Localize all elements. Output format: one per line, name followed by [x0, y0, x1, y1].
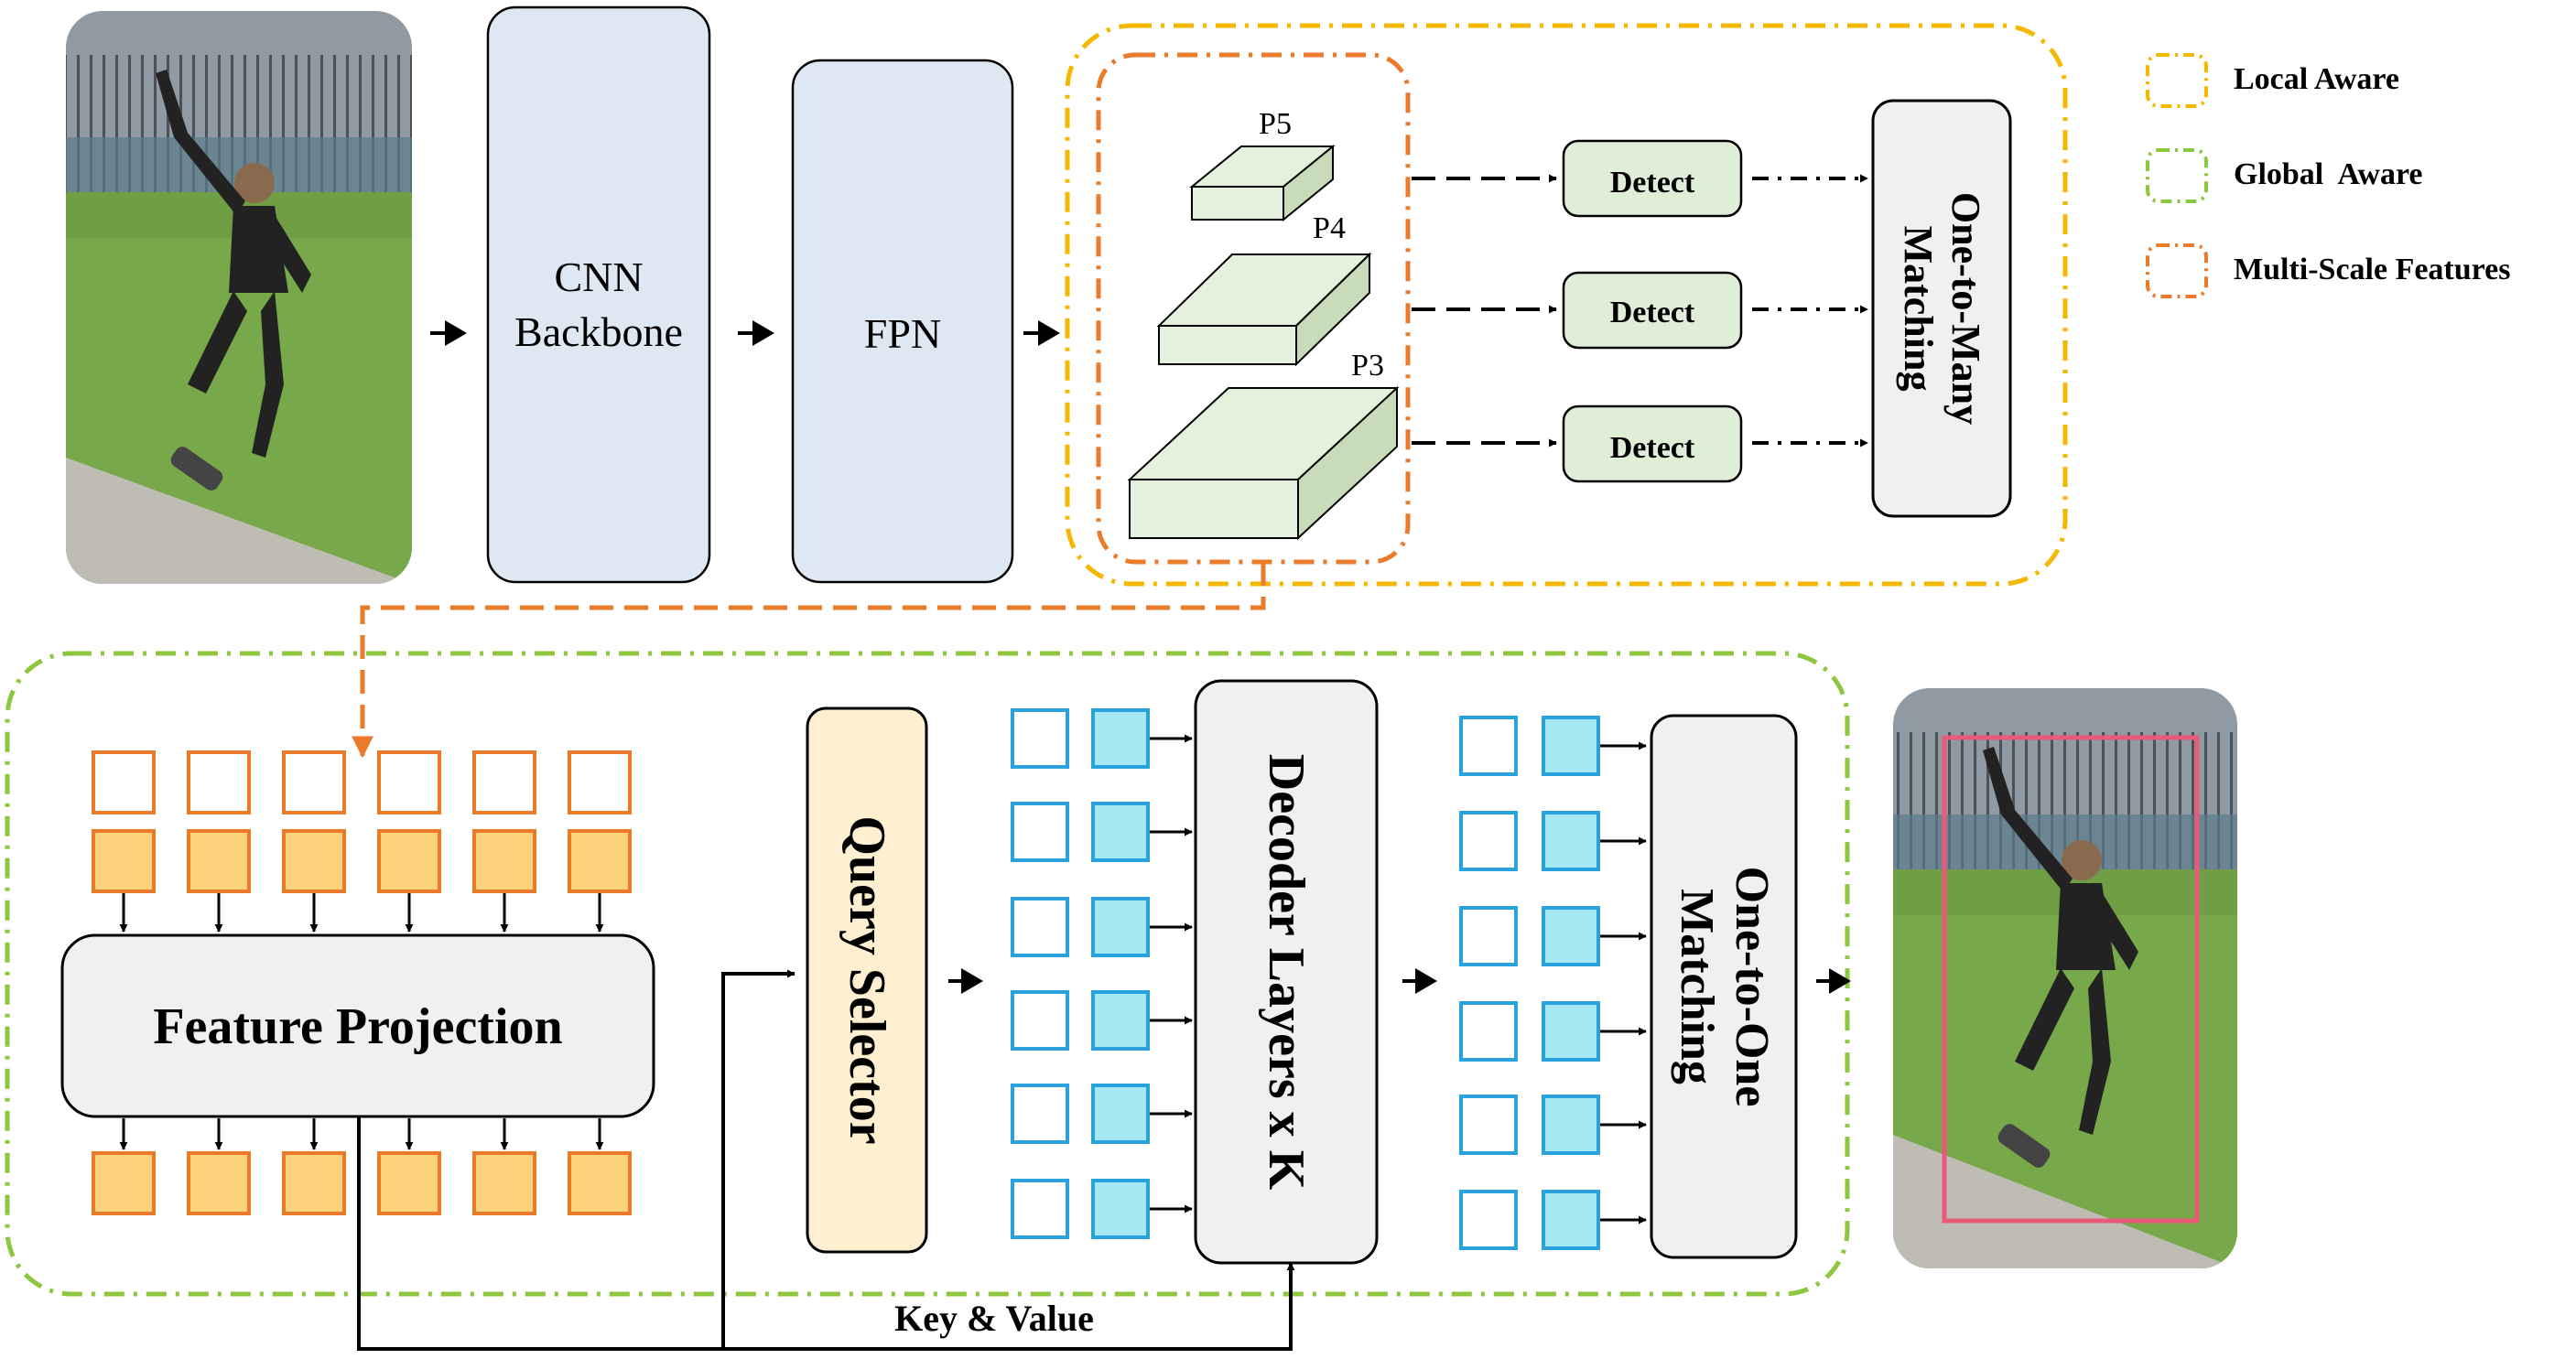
query-tokens-decoder-in — [1011, 708, 1193, 1239]
detect-to-matching-arrows — [1752, 174, 1868, 448]
projection-to-tokens-arrows — [119, 1118, 604, 1150]
legend-local-aware-swatch — [2146, 53, 2208, 108]
key-value-to-decoder-line — [357, 1116, 1295, 1351]
legend-multi-scale-label: Multi-Scale Features — [2234, 253, 2510, 286]
input-image — [66, 11, 412, 584]
fpn-box — [791, 59, 1014, 584]
query-selector-label: Query Selector — [839, 815, 895, 1144]
tokens-to-projection-arrows — [119, 893, 604, 933]
legend-global-aware-label: Global Aware — [2234, 157, 2423, 191]
feature-projection-label: Feature Projection — [153, 998, 562, 1055]
local-aware-region — [1065, 23, 2068, 587]
svg-text:Matching: Matching — [1896, 226, 1941, 392]
detection-bounding-box — [1942, 735, 2200, 1224]
multi-scale-to-projection-arrow — [352, 562, 1266, 759]
multi-scale-features-region — [1096, 52, 1411, 565]
svg-text:One-to-Many: One-to-Many — [1943, 192, 1988, 425]
projection-to-query-selector-line — [721, 969, 796, 1349]
detect-box-p5 — [1562, 139, 1743, 218]
level-to-detect-arrows — [1412, 174, 1557, 448]
cnn-backbone-box — [486, 5, 711, 584]
detect-label-p5: Detect — [1610, 166, 1695, 200]
level-p3-label: P3 — [1351, 349, 1384, 383]
level-p5-box — [1189, 144, 1336, 222]
feature-tokens-outline-row — [92, 750, 632, 814]
matching-to-output-arrow — [1816, 968, 1851, 994]
level-p4-box — [1156, 252, 1372, 367]
key-value-label: Key & Value — [894, 1298, 1094, 1339]
query-tokens-decoder-out — [1459, 716, 1647, 1250]
decoder-layers-box — [1194, 679, 1379, 1265]
svg-text:Query Selector: Query Selector — [839, 815, 895, 1144]
projected-tokens-row — [92, 1151, 632, 1215]
decoder-label: Decoder Layers x K — [1258, 754, 1315, 1191]
legend-multi-scale-swatch — [2146, 243, 2208, 298]
backbone-label-line2: Backbone — [514, 308, 683, 355]
svg-text:Matching: Matching — [1671, 889, 1723, 1084]
svg-text:Decoder Layers x K: Decoder Layers x K — [1258, 754, 1315, 1191]
fpn-label: FPN — [864, 310, 941, 357]
level-p4-label: P4 — [1313, 211, 1346, 245]
detect-box-p4 — [1562, 271, 1743, 350]
flow-arrows-top — [430, 320, 1060, 346]
backbone-label-line1: CNN — [554, 253, 643, 300]
detect-box-p3 — [1562, 404, 1743, 483]
selector-to-queries-arrow — [948, 968, 983, 994]
level-p5-label: P5 — [1259, 107, 1292, 141]
legend: Local Aware Global Aware Multi-Scale Fea… — [2146, 53, 2510, 298]
output-image — [1893, 688, 2237, 1268]
detect-label-p4: Detect — [1610, 296, 1695, 329]
one-to-many-matching-box — [1871, 99, 2012, 518]
one-to-one-matching-box — [1650, 714, 1798, 1259]
svg-text:One-to-One: One-to-One — [1726, 867, 1778, 1107]
level-p3-box — [1127, 385, 1400, 541]
feature-tokens-filled-row — [92, 829, 632, 893]
decoder-to-queries-arrow — [1402, 968, 1437, 994]
query-selector-box — [806, 706, 928, 1254]
one-to-many-label: One-to-Many Matching — [1896, 192, 1988, 425]
detect-label-p3: Detect — [1610, 431, 1695, 465]
legend-local-aware-label: Local Aware — [2234, 62, 2399, 96]
global-aware-region — [5, 651, 1850, 1297]
legend-global-aware-swatch — [2146, 148, 2208, 203]
one-to-one-label: One-to-One Matching — [1671, 867, 1778, 1107]
